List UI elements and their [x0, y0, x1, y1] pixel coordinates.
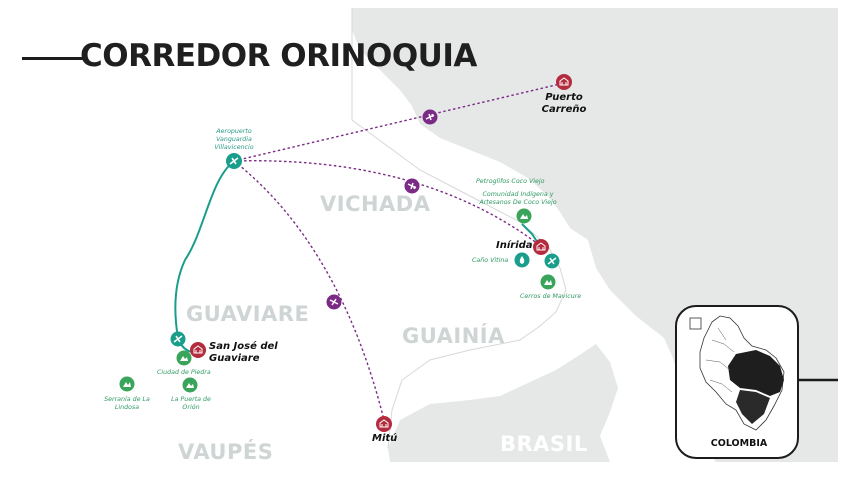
airplane-icon: [404, 178, 420, 194]
san-andres-box: [689, 317, 702, 330]
city-pin-icon: [190, 342, 206, 358]
poi-serrania: Serranía de La Lindosa: [104, 396, 150, 412]
city-puerto-carreno: Puerto Carreño: [541, 92, 587, 116]
poi-petroglifos: Petroglifos Coco Viejo: [476, 178, 545, 185]
title-line: [22, 57, 86, 60]
nature-icon: [516, 208, 532, 224]
airport-hub-text: Aeropuerto Vanguardia Villavicencio: [214, 128, 254, 151]
orinoquia-highlight-south: [736, 390, 770, 424]
orinoquia-highlight: [728, 350, 784, 396]
city-san-jose: San José del Guaviare: [209, 341, 281, 365]
poi-label: La Puerta de Orión: [171, 396, 211, 411]
air-route-mitu: [233, 160, 385, 421]
airport-hub-icon: [226, 153, 242, 169]
airport-icon: [170, 331, 186, 347]
city-pin-icon: [556, 74, 572, 90]
airport-hub-label: Aeropuerto Vanguardia Villavicencio: [206, 128, 262, 152]
mountain-icon: [119, 376, 135, 392]
poi-cerros: Cerros de Mavicure: [520, 293, 582, 300]
poi-label: Comunidad Indígena y Artesanos De Coco V…: [479, 191, 557, 206]
ground-route-villavicencio-sanjose: [174, 160, 235, 354]
airport-icon: [544, 253, 560, 269]
poi-label: Serranía de La Lindosa: [104, 396, 150, 411]
city-label: Puerto Carreño: [541, 92, 587, 115]
nature-icon: [176, 350, 192, 366]
page-title: CORREDOR ORINOQUIA: [80, 38, 477, 74]
airplane-icon: [326, 294, 342, 310]
poi-puerta-orion: La Puerta de Orión: [170, 396, 212, 412]
region-vaupes: VAUPÉS: [178, 440, 274, 464]
airplane-icon: [422, 109, 438, 125]
region-vichada: VICHADA: [320, 192, 431, 216]
air-route-inirida: [233, 160, 539, 245]
colombia-territory: [0, 8, 566, 462]
colombia-inset: [675, 305, 799, 459]
region-brasil: BRASIL: [500, 432, 588, 456]
city-mitu: Mitú: [372, 433, 398, 444]
border-line: [351, 8, 567, 449]
department-lines: [705, 327, 735, 393]
region-guaviare: GUAVIARE: [186, 302, 310, 326]
poi-comunidad: Comunidad Indígena y Artesanos De Coco V…: [470, 191, 566, 207]
poi-ciudad-piedra: Ciudad de Piedra: [157, 369, 211, 376]
water-icon: [514, 252, 530, 268]
city-inirida: Inírida: [496, 240, 533, 251]
mountain-icon: [540, 274, 556, 290]
nature-icon: [182, 377, 198, 393]
city-pin-icon: [533, 239, 549, 255]
poi-cano-vitina: Caño Vitina: [472, 257, 509, 264]
air-route-carreno: [233, 83, 561, 162]
region-guainia: GUAINÍA: [402, 324, 505, 348]
city-pin-icon: [376, 416, 392, 432]
inset-label: COLOMBIA: [710, 438, 768, 449]
air-routes: [233, 83, 561, 421]
city-label: San José del Guaviare: [209, 341, 278, 364]
